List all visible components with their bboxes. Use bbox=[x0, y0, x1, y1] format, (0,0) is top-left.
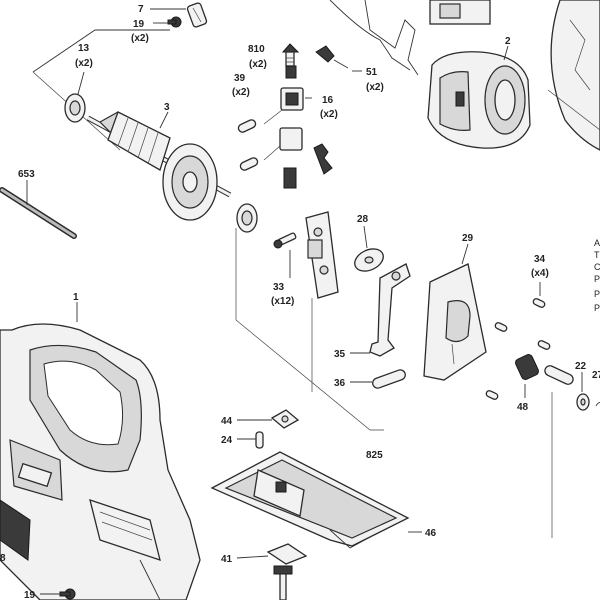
part-39-pins bbox=[237, 119, 259, 171]
part-16-carbon-brush bbox=[279, 87, 304, 189]
part-46-base-plate bbox=[210, 451, 410, 549]
callout-51: 51 bbox=[366, 67, 378, 78]
edge-text-2: C bbox=[594, 262, 600, 272]
callout-33-qty: (x12) bbox=[271, 296, 294, 307]
housing-top-right bbox=[429, 0, 600, 151]
callout-33: 33 bbox=[273, 282, 285, 293]
leader-13 bbox=[77, 71, 85, 95]
leader-3 bbox=[159, 111, 169, 129]
part-22-washer bbox=[576, 393, 590, 411]
callout-8: 8 bbox=[0, 553, 6, 564]
callout-34-qty: (x4) bbox=[531, 268, 549, 279]
callout-24: 24 bbox=[221, 435, 233, 446]
callout-825: 825 bbox=[366, 450, 383, 461]
part-13-bearing-left bbox=[64, 93, 86, 123]
part-41-clamp-plate bbox=[266, 543, 308, 600]
callout-19-top: 19 bbox=[133, 19, 145, 30]
part-51-terminals bbox=[313, 45, 349, 175]
leader-39a bbox=[263, 109, 283, 125]
part-13-bearing-right bbox=[236, 203, 258, 233]
callout-36: 36 bbox=[334, 378, 346, 389]
edge-text-1: T bbox=[594, 250, 600, 260]
callout-34: 34 bbox=[534, 254, 546, 265]
part-3-armature bbox=[86, 111, 232, 221]
part-36-slider bbox=[372, 369, 406, 389]
part-44-square-nut bbox=[270, 409, 300, 429]
leader-825-a bbox=[235, 228, 384, 431]
callout-48: 48 bbox=[517, 402, 529, 413]
bracket-top-left bbox=[32, 29, 170, 73]
leader-39b bbox=[263, 145, 281, 161]
wire-top bbox=[329, 0, 411, 71]
callout-2: 2 bbox=[505, 36, 511, 47]
callout-39: 39 bbox=[234, 73, 246, 84]
part-28-washer bbox=[354, 248, 384, 272]
callout-27: 27 bbox=[592, 370, 600, 381]
callout-7: 7 bbox=[138, 4, 144, 15]
part-24-pin bbox=[255, 431, 264, 449]
guide-plate bbox=[305, 211, 339, 299]
part-1-housing bbox=[0, 323, 201, 600]
callout-39-qty: (x2) bbox=[232, 87, 250, 98]
callout-1: 1 bbox=[73, 292, 79, 303]
part-19-screw-top bbox=[167, 16, 182, 28]
callout-13: 13 bbox=[78, 43, 90, 54]
callout-41: 41 bbox=[221, 554, 233, 565]
callout-19-bottom: 19 bbox=[24, 590, 36, 600]
part-653-rod bbox=[0, 187, 77, 239]
part-33-screw bbox=[273, 232, 297, 249]
leader-28 bbox=[363, 225, 368, 249]
edge-text-0: A bbox=[594, 238, 600, 248]
callout-3: 3 bbox=[164, 102, 170, 113]
callout-19-top-qty: (x2) bbox=[131, 33, 149, 44]
part-48-roller bbox=[515, 354, 574, 385]
edge-text-3: P bbox=[594, 274, 600, 284]
callout-51-qty: (x2) bbox=[366, 82, 384, 93]
part-2-stator bbox=[427, 51, 531, 149]
callout-29: 29 bbox=[462, 233, 474, 244]
leader-2 bbox=[503, 45, 509, 61]
part-27-clip bbox=[595, 401, 600, 417]
callout-44: 44 bbox=[221, 416, 233, 427]
callout-22: 22 bbox=[575, 361, 587, 372]
edge-text-4: P bbox=[594, 289, 600, 299]
part-34-pins bbox=[485, 298, 551, 400]
callout-653: 653 bbox=[18, 169, 35, 180]
callout-46: 46 bbox=[425, 528, 437, 539]
part-29-backplate bbox=[423, 263, 487, 381]
callout-810: 810 bbox=[248, 44, 265, 55]
callout-13-qty: (x2) bbox=[75, 58, 93, 69]
callout-16-qty: (x2) bbox=[320, 109, 338, 120]
callout-35: 35 bbox=[334, 349, 346, 360]
part-810-brush-cap bbox=[281, 43, 300, 79]
callout-810-qty: (x2) bbox=[249, 59, 267, 70]
callout-28: 28 bbox=[357, 214, 369, 225]
callout-16: 16 bbox=[322, 95, 334, 106]
leader-41 bbox=[236, 555, 269, 559]
leader-29 bbox=[461, 243, 469, 265]
part-7-switch-slider bbox=[186, 2, 208, 28]
wire-harness bbox=[364, 0, 419, 76]
edge-text-5: P bbox=[594, 303, 600, 313]
part-35-bracket bbox=[369, 263, 411, 357]
